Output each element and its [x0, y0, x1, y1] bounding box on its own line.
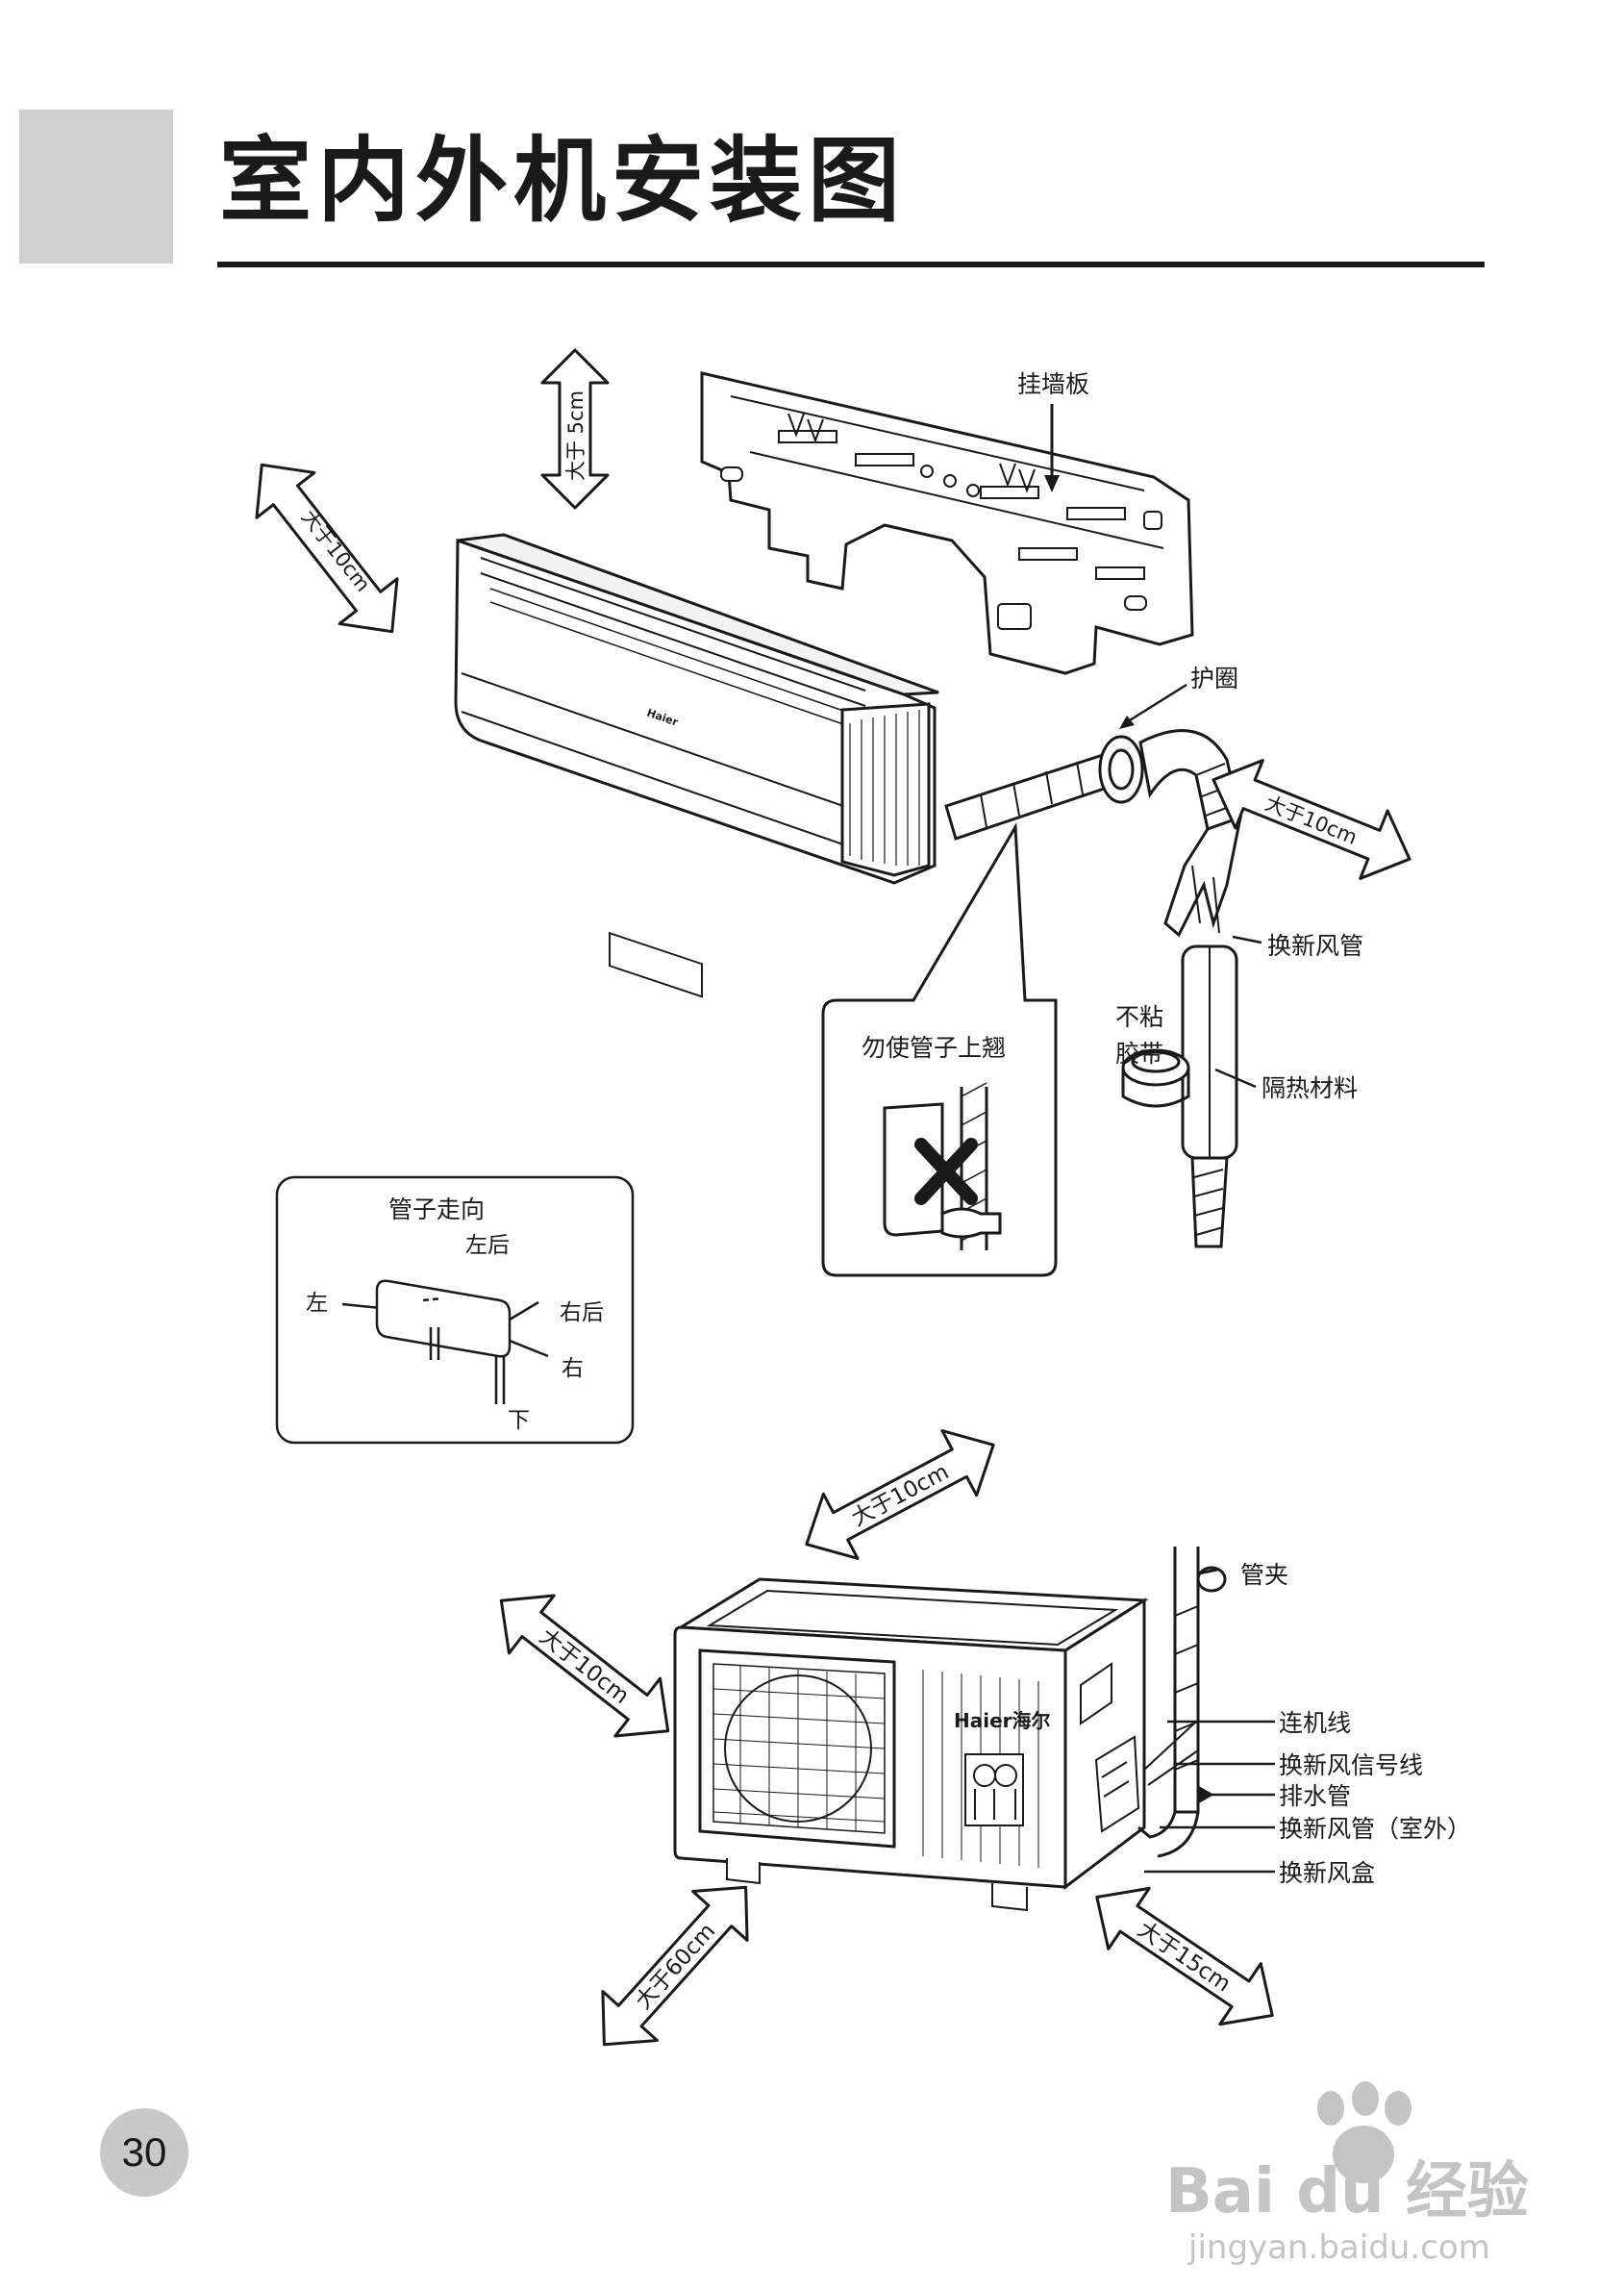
guard-ring-label: 护圈 [1190, 665, 1238, 692]
cross-icon [914, 1138, 978, 1205]
clearance-outdoor-side-label: 大于15cm [1133, 1917, 1235, 1997]
pipe-dir-down: 下 [508, 1408, 530, 1433]
page-number-badge [100, 2108, 188, 2197]
guard-ring-leader [1124, 683, 1187, 725]
new-air-duct-leader [1232, 935, 1262, 944]
clearance-outdoor-front-label: 大于60cm [631, 1919, 720, 2014]
indoor-unit [454, 533, 939, 998]
pipe-dir-right: 右 [562, 1356, 584, 1381]
clearance-arrow-top [540, 348, 610, 510]
baidu-watermark: Bai du 经验 jingyan.baidu.com [1165, 2081, 1529, 2267]
non-stick-tape-label-2: 胶带 [1115, 1040, 1163, 1068]
pipe-dir-left: 左 [306, 1291, 328, 1316]
wall-plate-arrowhead [1044, 475, 1060, 492]
pipe-direction-title: 管子走向 [388, 1195, 485, 1223]
page-title: 室内外机安装图 [219, 127, 906, 235]
warning-callout [821, 821, 1058, 1277]
drain-pipe-label: 排水管 [1279, 1782, 1351, 1810]
wall-plate [700, 371, 1194, 675]
clearance-outdoor-left-label: 大于10cm [535, 1624, 634, 1709]
section-tab [19, 110, 173, 264]
indoor-pipe-bundle [944, 729, 1242, 1248]
watermark-url: jingyan.baidu.com [1187, 2228, 1490, 2267]
new-air-duct-label: 换新风管 [1267, 932, 1363, 960]
outdoor-pipe-bundle [1137, 1547, 1227, 1858]
wall-plate-label: 挂墙板 [1017, 370, 1089, 398]
fresh-air-signal-wire-label: 换新风信号线 [1279, 1751, 1423, 1779]
pipe-dir-left-rear: 左后 [465, 1233, 510, 1258]
pipe-clamp-label: 管夹 [1240, 1561, 1288, 1589]
insulation-label: 隔热材料 [1262, 1074, 1358, 1102]
pipe-direction-sketch [341, 1279, 549, 1404]
pipe-dir-right-rear: 右后 [560, 1300, 604, 1325]
page-number: 30 [121, 2129, 167, 2175]
fresh-air-box-label: 换新风盒 [1279, 1859, 1375, 1887]
connecting-wire-label: 连机线 [1279, 1709, 1351, 1737]
paw-logo-icon [1317, 2081, 1412, 2183]
fresh-air-duct-outdoor-label: 换新风管（室外） [1279, 1815, 1471, 1843]
outdoor-leaders [1144, 1720, 1275, 1874]
non-stick-tape-label-1: 不粘 [1115, 1003, 1163, 1031]
clearance-top-label: 大于 5cm [564, 390, 587, 481]
outdoor-unit [673, 1577, 1149, 1912]
guard-ring-arrowhead [1119, 716, 1135, 729]
watermark-logo-text: Bai du 经验 [1165, 2156, 1529, 2227]
outdoor-brand-label: Haier海尔 [954, 1709, 1051, 1732]
title-rule [217, 262, 1485, 267]
insulation-leader [1214, 1068, 1257, 1089]
warning-title: 勿使管子上翘 [862, 1034, 1006, 1062]
